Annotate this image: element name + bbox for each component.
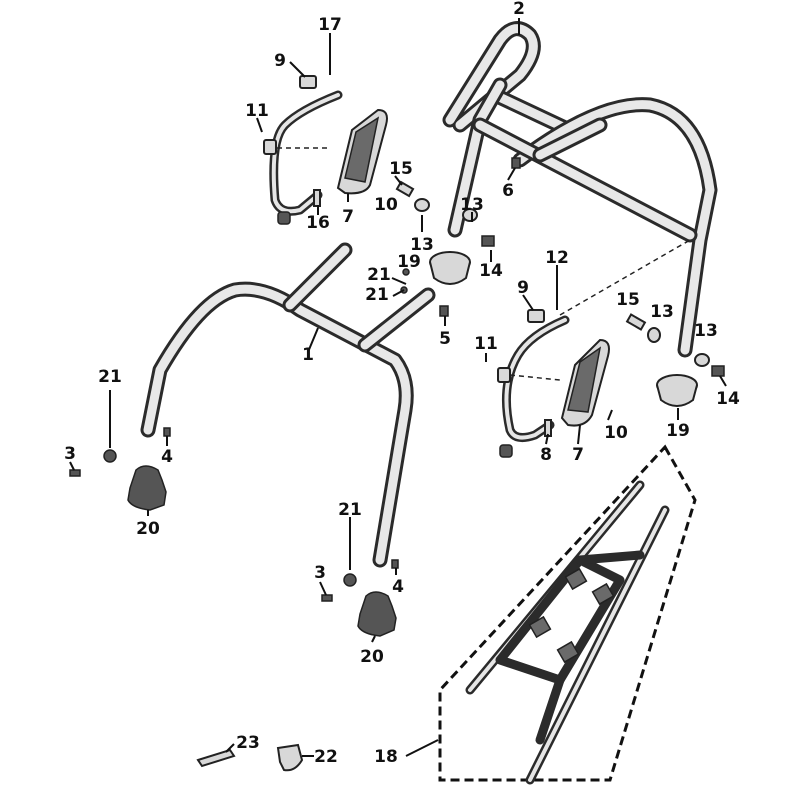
left-door-assembly [263,75,388,225]
hardware-parts [69,157,725,602]
label-part-17: 17 [318,15,342,35]
label-part-21: 21 [98,367,122,387]
label-part-14: 14 [716,389,740,409]
callout-labels: 2 17 9 11 15 10 6 7 16 13 13 14 19 21 21… [64,0,740,767]
right-door-assembly [497,239,691,458]
part-2-rear-roll-cage [442,21,718,358]
label-part-13: 13 [694,321,718,341]
label-part-13: 13 [460,195,484,215]
label-part-3: 3 [314,563,326,583]
label-part-2: 2 [513,0,525,19]
label-part-21: 21 [338,500,362,520]
label-part-12: 12 [545,248,569,268]
label-part-19: 19 [666,421,690,441]
label-part-10: 10 [604,423,628,443]
part-20-rubber-mounts [127,465,397,637]
label-part-10: 10 [374,195,398,215]
label-part-11: 11 [245,101,269,121]
label-part-11: 11 [474,334,498,354]
part-1-front-roll-bar [140,242,436,568]
label-part-19: 19 [397,252,421,272]
label-part-15: 15 [389,159,413,179]
label-part-13: 13 [410,235,434,255]
label-part-3: 3 [64,444,76,464]
part-18-floor-panel [438,444,697,785]
label-part-4: 4 [161,447,173,467]
leader-lines [69,18,727,757]
label-part-14: 14 [479,261,503,281]
label-part-21: 21 [365,285,389,305]
label-part-23: 23 [236,733,260,753]
label-part-7: 7 [572,445,584,465]
label-part-20: 20 [136,519,160,539]
label-part-9: 9 [517,278,529,298]
label-part-16: 16 [306,213,330,233]
label-part-6: 6 [502,181,514,201]
label-part-20: 20 [360,647,384,667]
label-part-13: 13 [650,302,674,322]
label-part-1: 1 [302,345,314,365]
label-part-5: 5 [439,329,451,349]
label-part-7: 7 [342,207,354,227]
label-part-8: 8 [540,445,552,465]
parts-22-23 [196,743,304,772]
label-part-4: 4 [392,577,404,597]
label-part-9: 9 [274,51,286,71]
label-part-22: 22 [314,747,338,767]
label-part-21: 21 [367,265,391,285]
label-part-15: 15 [616,290,640,310]
label-part-18: 18 [374,747,398,767]
